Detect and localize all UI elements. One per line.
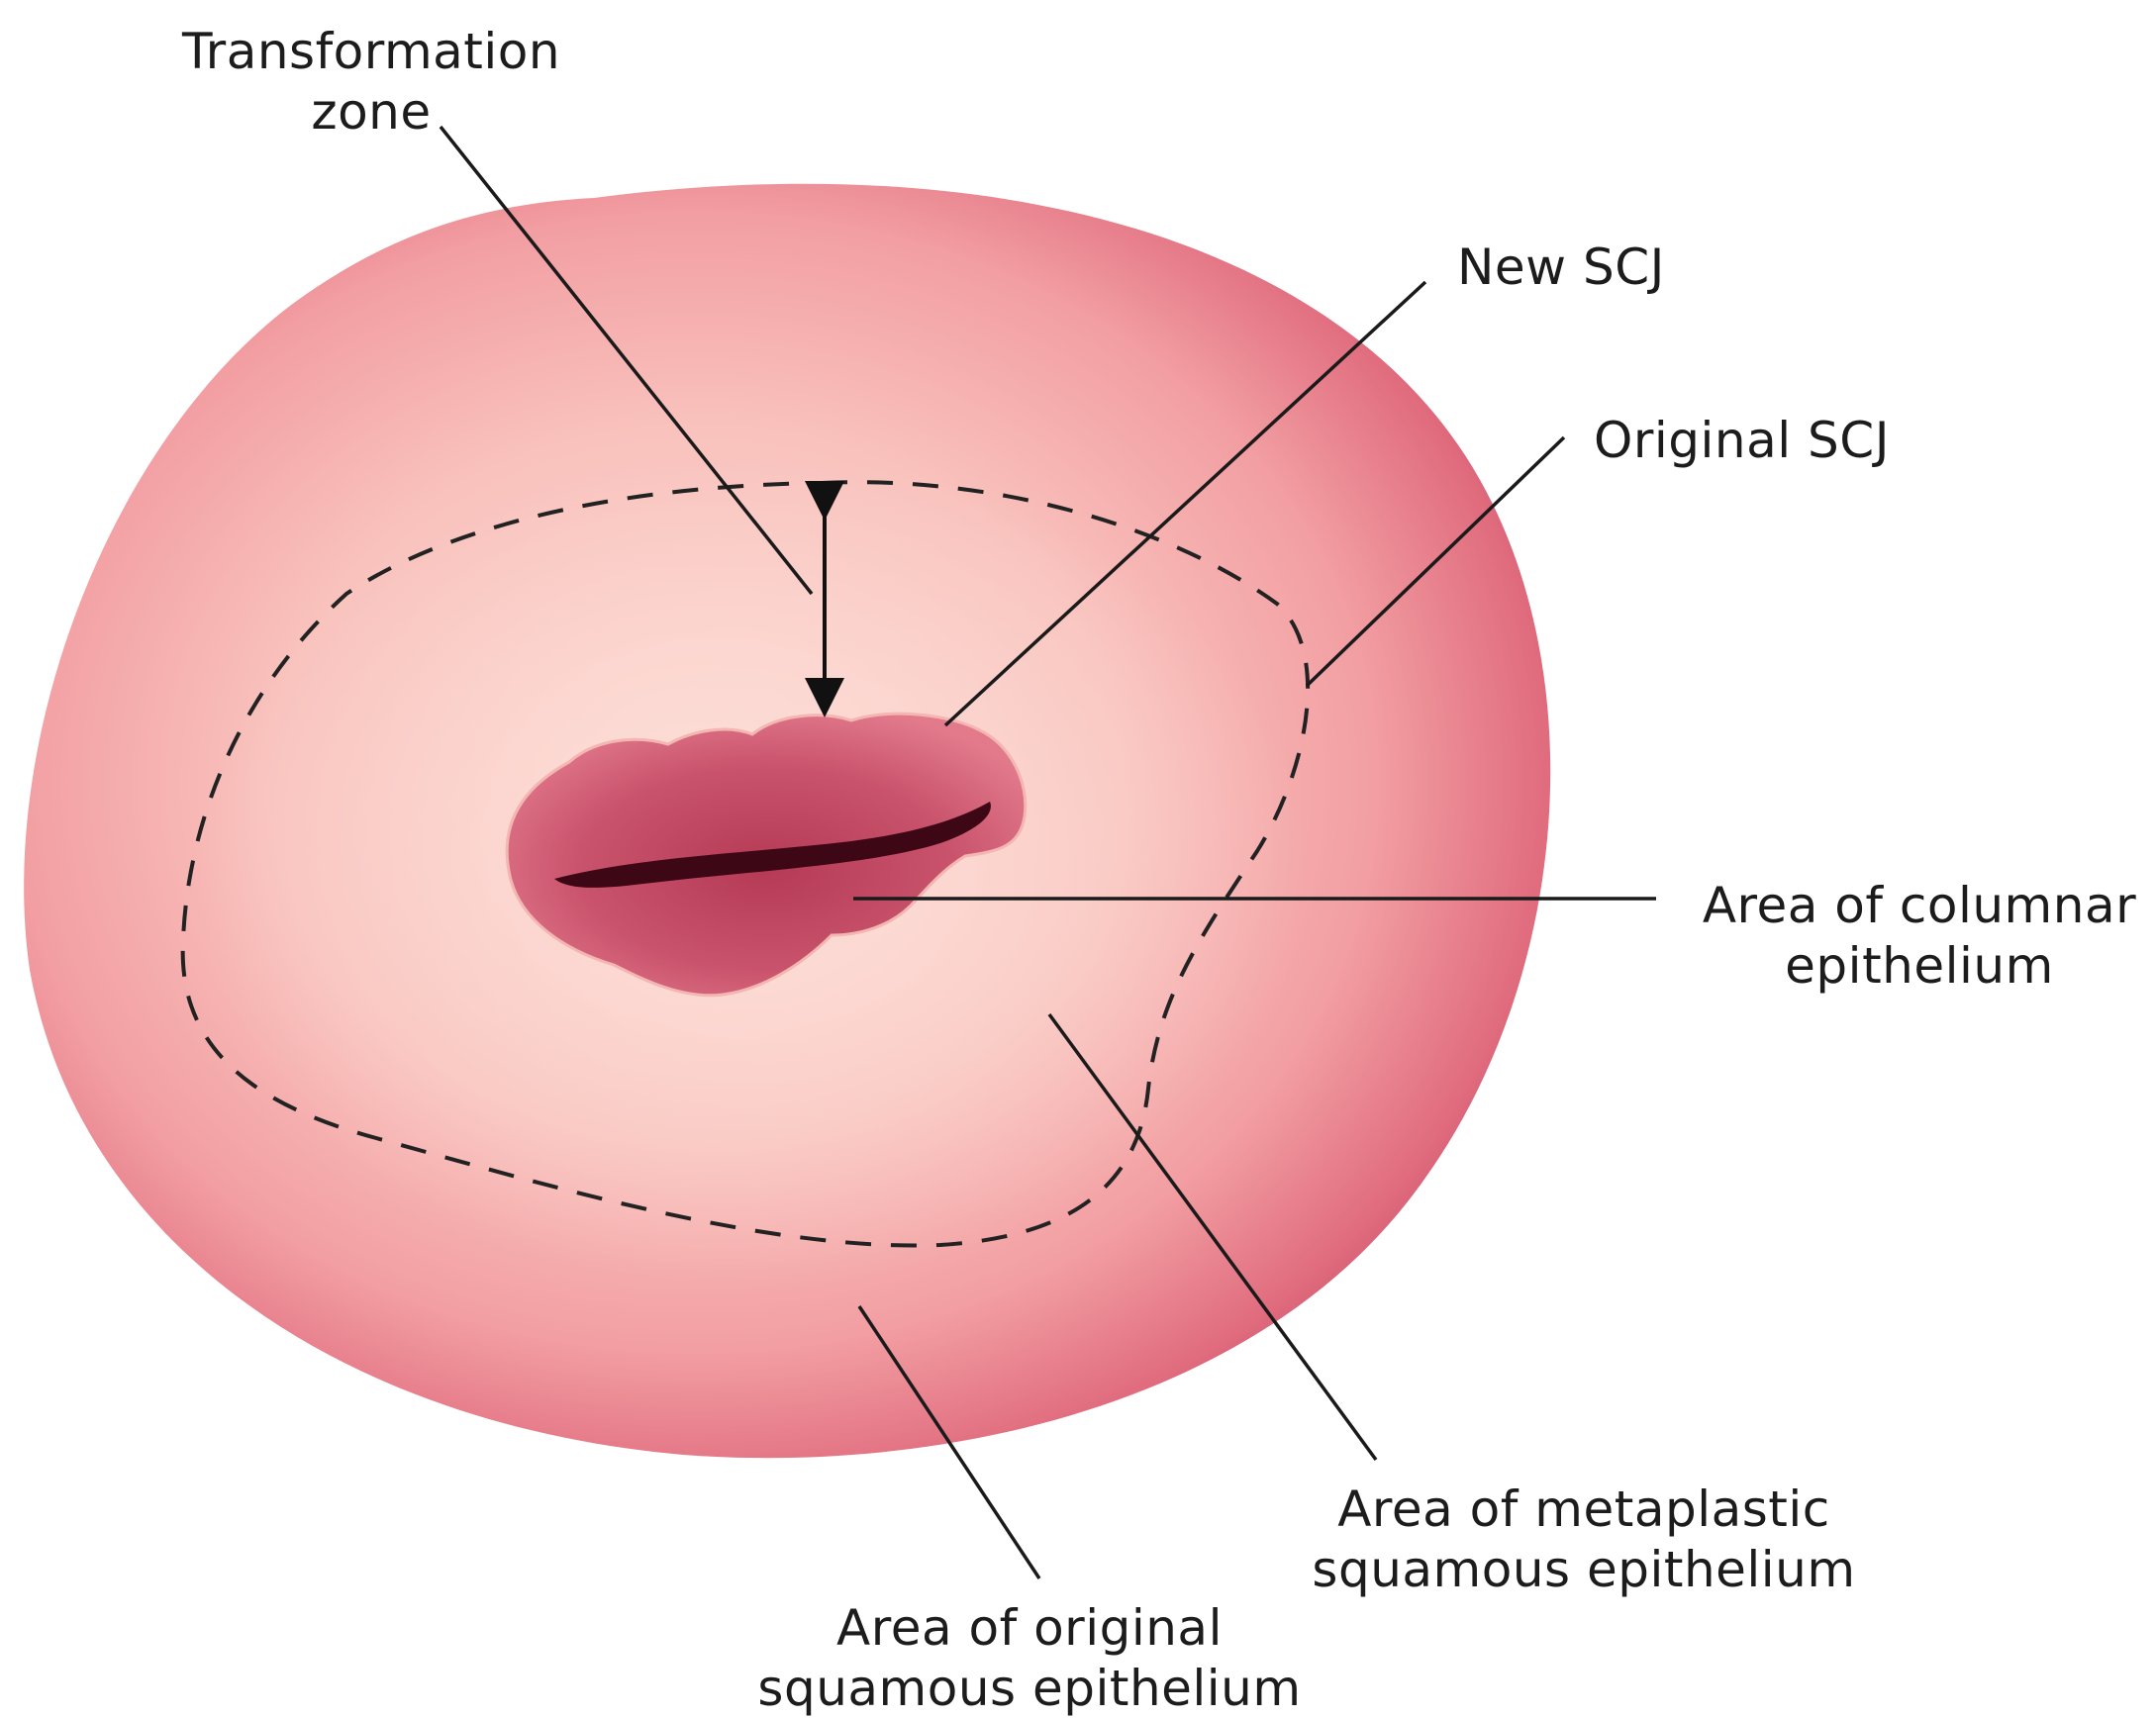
label-new-scj: New SCJ [1457, 238, 1665, 298]
label-columnar-epithelium: Area of columnar epithelium [1683, 876, 2156, 997]
label-transformation-zone: Transformation zone [178, 22, 564, 143]
label-metaplastic-epithelium-line2: squamous epithelium [1267, 1540, 1901, 1600]
label-original-scj: Original SCJ [1594, 411, 1890, 471]
label-metaplastic-epithelium: Area of metaplastic squamous epithelium [1267, 1480, 1901, 1600]
label-original-squamous-epithelium: Area of original squamous epithelium [713, 1598, 1346, 1719]
label-columnar-epithelium-line2: epithelium [1683, 936, 2156, 997]
label-columnar-epithelium-line1: Area of columnar [1683, 876, 2156, 936]
label-original-squamous-epithelium-line2: squamous epithelium [713, 1659, 1346, 1719]
label-new-scj-text: New SCJ [1457, 238, 1665, 298]
label-original-squamous-epithelium-line1: Area of original [713, 1598, 1346, 1659]
label-transformation-zone-line1: Transformation [178, 22, 564, 82]
label-metaplastic-epithelium-line1: Area of metaplastic [1267, 1480, 1901, 1540]
label-original-scj-text: Original SCJ [1594, 411, 1890, 471]
label-transformation-zone-line2: zone [178, 82, 564, 143]
